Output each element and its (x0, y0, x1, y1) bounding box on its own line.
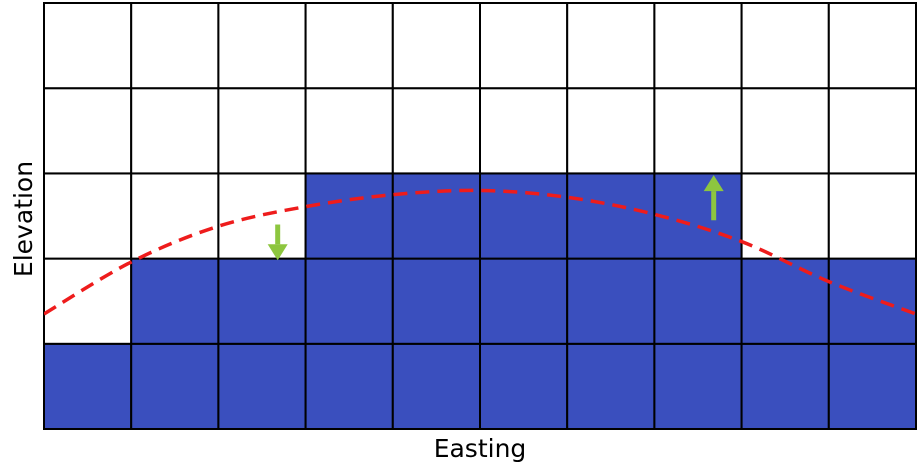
adjustment-arrows (267, 175, 724, 261)
empty-cell (653, 87, 743, 175)
filled-cell (653, 342, 743, 430)
filled-cell (479, 257, 569, 345)
empty-cell (391, 87, 481, 175)
terrain-curve (44, 188, 916, 316)
x-axis-label: Easting (434, 434, 527, 463)
empty-cell (304, 87, 394, 175)
empty-cell (740, 2, 830, 90)
filled-cell (479, 172, 569, 260)
empty-cell (391, 2, 481, 90)
empty-cell (653, 2, 743, 90)
filled-cell (304, 257, 394, 345)
filled-cell (391, 342, 481, 430)
filled-cell (827, 342, 917, 430)
grid-cells (43, 2, 917, 430)
empty-cell (43, 257, 133, 345)
filled-cell (304, 172, 394, 260)
empty-cell (217, 2, 307, 90)
filled-cell (43, 342, 133, 430)
empty-cell (740, 172, 830, 260)
filled-cell (391, 257, 481, 345)
filled-cell (827, 257, 917, 345)
empty-cell (217, 87, 307, 175)
filled-cell (217, 257, 307, 345)
filled-cell (217, 342, 307, 430)
filled-cell (653, 172, 743, 260)
filled-cell (479, 342, 569, 430)
empty-cell (43, 2, 133, 90)
empty-cell (130, 172, 220, 260)
empty-cell (130, 87, 220, 175)
empty-cell (43, 87, 133, 175)
empty-cell (217, 172, 307, 260)
filled-cell (566, 172, 656, 260)
terrain-profile-line (44, 188, 916, 316)
filled-cell (391, 172, 481, 260)
filled-cell (130, 257, 220, 345)
empty-cell (130, 2, 220, 90)
up-arrow-icon (703, 175, 724, 221)
empty-cell (479, 2, 569, 90)
empty-cell (740, 87, 830, 175)
empty-cell (43, 172, 133, 260)
empty-cell (566, 87, 656, 175)
filled-cell (304, 342, 394, 430)
empty-cell (827, 172, 917, 260)
filled-cell (740, 257, 830, 345)
empty-cell (566, 2, 656, 90)
filled-cell (566, 342, 656, 430)
empty-cell (479, 87, 569, 175)
filled-cell (740, 342, 830, 430)
down-arrow-icon (267, 224, 288, 261)
y-axis-label: Elevation (9, 161, 38, 277)
empty-cell (827, 2, 917, 90)
empty-cell (827, 87, 917, 175)
filled-cell (566, 257, 656, 345)
empty-cell (304, 2, 394, 90)
filled-cell (653, 257, 743, 345)
filled-cell (130, 342, 220, 430)
